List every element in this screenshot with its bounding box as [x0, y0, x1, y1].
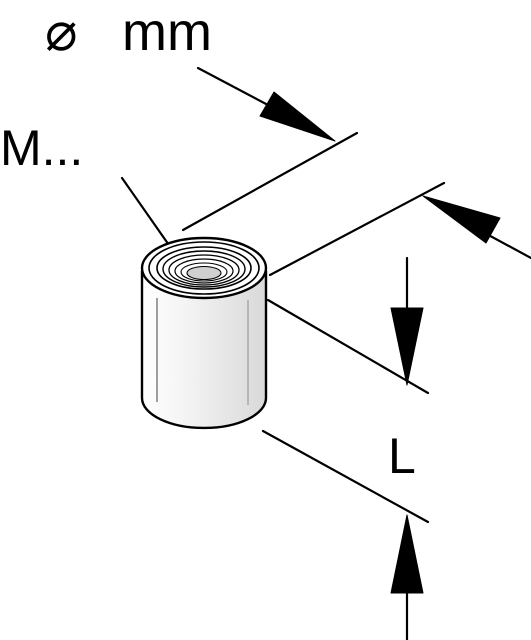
diameter-symbol: ⌀ — [45, 2, 78, 62]
length-extension-line-bottom — [261, 429, 430, 524]
threaded-sleeve — [140, 236, 268, 430]
diameter-label: ⌀ mm — [45, 2, 212, 62]
sleeve-body — [140, 270, 268, 430]
diameter-dimension — [181, 66, 531, 277]
length-label: L — [388, 428, 416, 484]
length-arrow-bottom — [390, 514, 424, 594]
internal-thread — [156, 246, 252, 290]
diameter-extension-line-upper — [181, 131, 359, 232]
diameter-unit-label: mm — [122, 2, 212, 62]
diameter-arrow-bottom — [422, 195, 501, 244]
diameter-extension-line-lower — [268, 181, 446, 277]
length-dimension: L — [261, 256, 430, 640]
length-arrow-top — [390, 307, 424, 386]
thread-label: M... — [0, 120, 83, 176]
diameter-arrow-top — [259, 91, 336, 142]
length-extension-line-top — [266, 298, 430, 395]
